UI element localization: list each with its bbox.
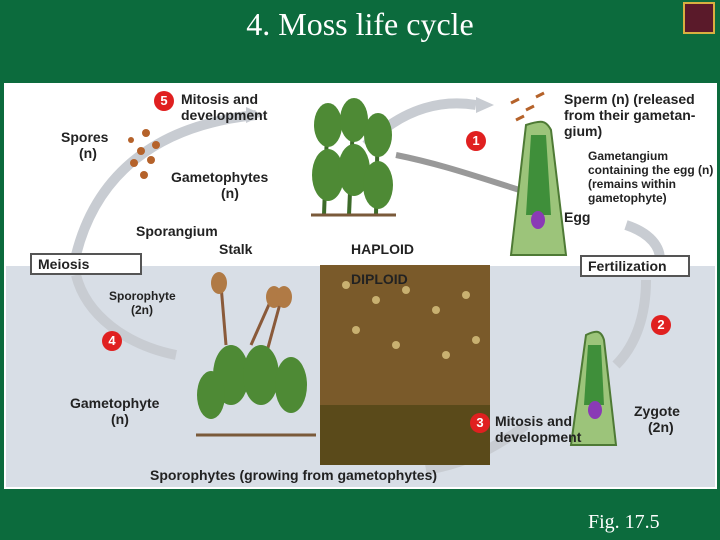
step-1-badge: 1: [466, 131, 486, 151]
sporophyte-label: Sporophyte: [109, 289, 176, 303]
figure-label: Fig. 17.5: [588, 511, 660, 534]
step-3-label: Mitosis and development: [495, 413, 605, 445]
sperm-cells: [511, 93, 544, 120]
sperm-arrow: [396, 155, 536, 195]
gametophytes-label: Gametophytes: [171, 169, 268, 185]
cycle-arrow-4: [76, 275, 176, 355]
sporophytes-caption: Sporophytes (growing from gametophytes): [150, 467, 437, 483]
cycle-arrow-2: [616, 280, 646, 365]
gametophytes-ploidy: (n): [221, 185, 239, 201]
haploid-label: HAPLOID: [351, 241, 414, 257]
logo-icon: [683, 2, 715, 34]
zygote-ploidy: (2n): [648, 419, 674, 435]
sperm-label: Sperm (n) (released from their gametan-g…: [564, 91, 714, 139]
gametophyte-ploidy: (n): [111, 411, 129, 427]
diploid-label: DIPLOID: [351, 271, 408, 287]
diagram-panel: 5 Mitosis and development Spores (n) Gam…: [4, 83, 717, 489]
cycle-artwork: [6, 85, 717, 489]
gametophyte-label: Gametophyte: [70, 395, 159, 411]
stalk-label: Stalk: [219, 241, 252, 257]
spores-label: Spores: [61, 129, 108, 145]
sporophyte-ploidy: (2n): [131, 303, 153, 317]
step-5-badge: 5: [154, 91, 174, 111]
zygote-label: Zygote: [634, 403, 680, 419]
gametangium-label: Gametangium containing the egg (n) (rema…: [588, 149, 716, 205]
step-3-badge: 3: [470, 413, 490, 433]
meiosis-box: Meiosis: [30, 253, 142, 275]
step-5-label: Mitosis and development: [181, 91, 291, 123]
egg-label: Egg: [564, 209, 590, 225]
slide-title: 4. Moss life cycle: [0, 6, 720, 43]
egg-cell: [531, 211, 545, 229]
sporangium-label: Sporangium: [136, 223, 218, 239]
fertilization-box: Fertilization: [580, 255, 690, 277]
step-2-badge: 2: [651, 315, 671, 335]
spores-ploidy: (n): [79, 145, 97, 161]
step-4-badge: 4: [102, 331, 122, 351]
